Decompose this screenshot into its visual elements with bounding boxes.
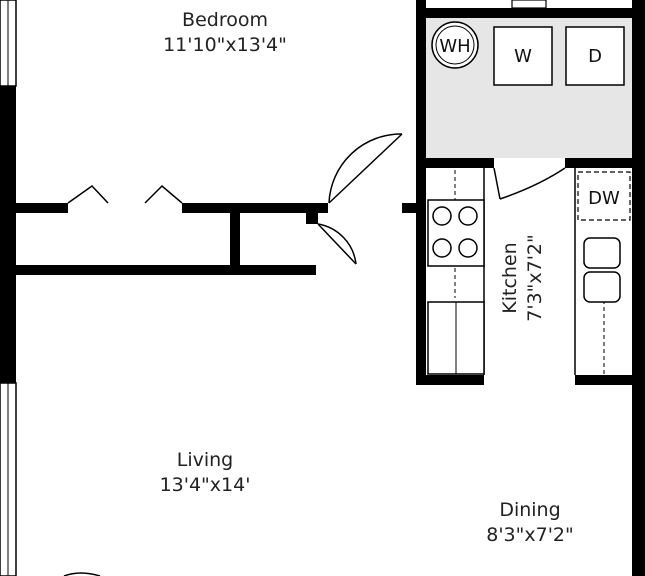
- kitchen-label: Kitchen 7'3"x7'2": [498, 218, 548, 338]
- bifold-door-left: [67, 185, 109, 204]
- window-left-bottom: [0, 382, 17, 576]
- washer-icon: W: [493, 26, 553, 86]
- closet-wall-top-left: [16, 203, 68, 213]
- dryer-label: D: [588, 46, 602, 67]
- wall-laundry-left: [416, 0, 426, 385]
- dryer-icon: D: [565, 26, 625, 86]
- dining-name: Dining: [499, 499, 561, 521]
- stove-icon: [427, 199, 485, 267]
- kitchen-name: Kitchen: [499, 242, 521, 314]
- water-heater-icon: WH: [431, 21, 479, 69]
- bedroom-label: Bedroom 11'10"x13'4": [120, 8, 330, 58]
- closet-divider: [230, 210, 240, 270]
- dishwasher-label: DW: [588, 188, 620, 209]
- kitchen-counter-right: [574, 168, 605, 375]
- closet-wall-bottom: [16, 265, 316, 275]
- living-size: 13'4"x14': [159, 474, 251, 496]
- water-heater-label: WH: [439, 36, 470, 57]
- bedroom-size: 11'10"x13'4": [163, 34, 287, 56]
- window-left-top: [0, 0, 17, 87]
- washer-label: W: [514, 46, 532, 67]
- dishwasher-icon: DW: [577, 171, 631, 221]
- closet-door: [317, 223, 357, 265]
- kitchen-size: 7'3"x7'2": [524, 234, 546, 322]
- bedroom-name: Bedroom: [182, 9, 268, 31]
- bifold-door-right: [144, 184, 183, 204]
- wall-laundry-top: [416, 8, 632, 18]
- wall-stub-mid: [402, 203, 418, 213]
- entry-door-swing: [63, 572, 101, 576]
- wall-kitchen-bottom-left: [416, 375, 484, 385]
- living-label: Living 13'4"x14': [100, 448, 310, 498]
- wall-laundry-right: [632, 0, 645, 170]
- wall-stub: [306, 210, 318, 224]
- dining-label: Dining 8'3"x7'2": [425, 498, 635, 548]
- living-name: Living: [176, 449, 234, 471]
- wall-kitchen-bottom-right: [575, 375, 632, 385]
- top-fixture: [511, 0, 547, 9]
- closet-wall-top-right: [182, 203, 328, 213]
- wall-laundry-bottom-right: [565, 158, 645, 168]
- sink-icon: [583, 237, 621, 303]
- laundry-door: [493, 167, 566, 200]
- wall-laundry-bottom-left: [416, 158, 494, 168]
- wall-left-exterior: [0, 85, 16, 385]
- bedroom-door: [328, 133, 403, 204]
- refrigerator-icon: [427, 301, 485, 375]
- dining-size: 8'3"x7'2": [486, 524, 574, 546]
- wall-right-exterior: [632, 160, 645, 576]
